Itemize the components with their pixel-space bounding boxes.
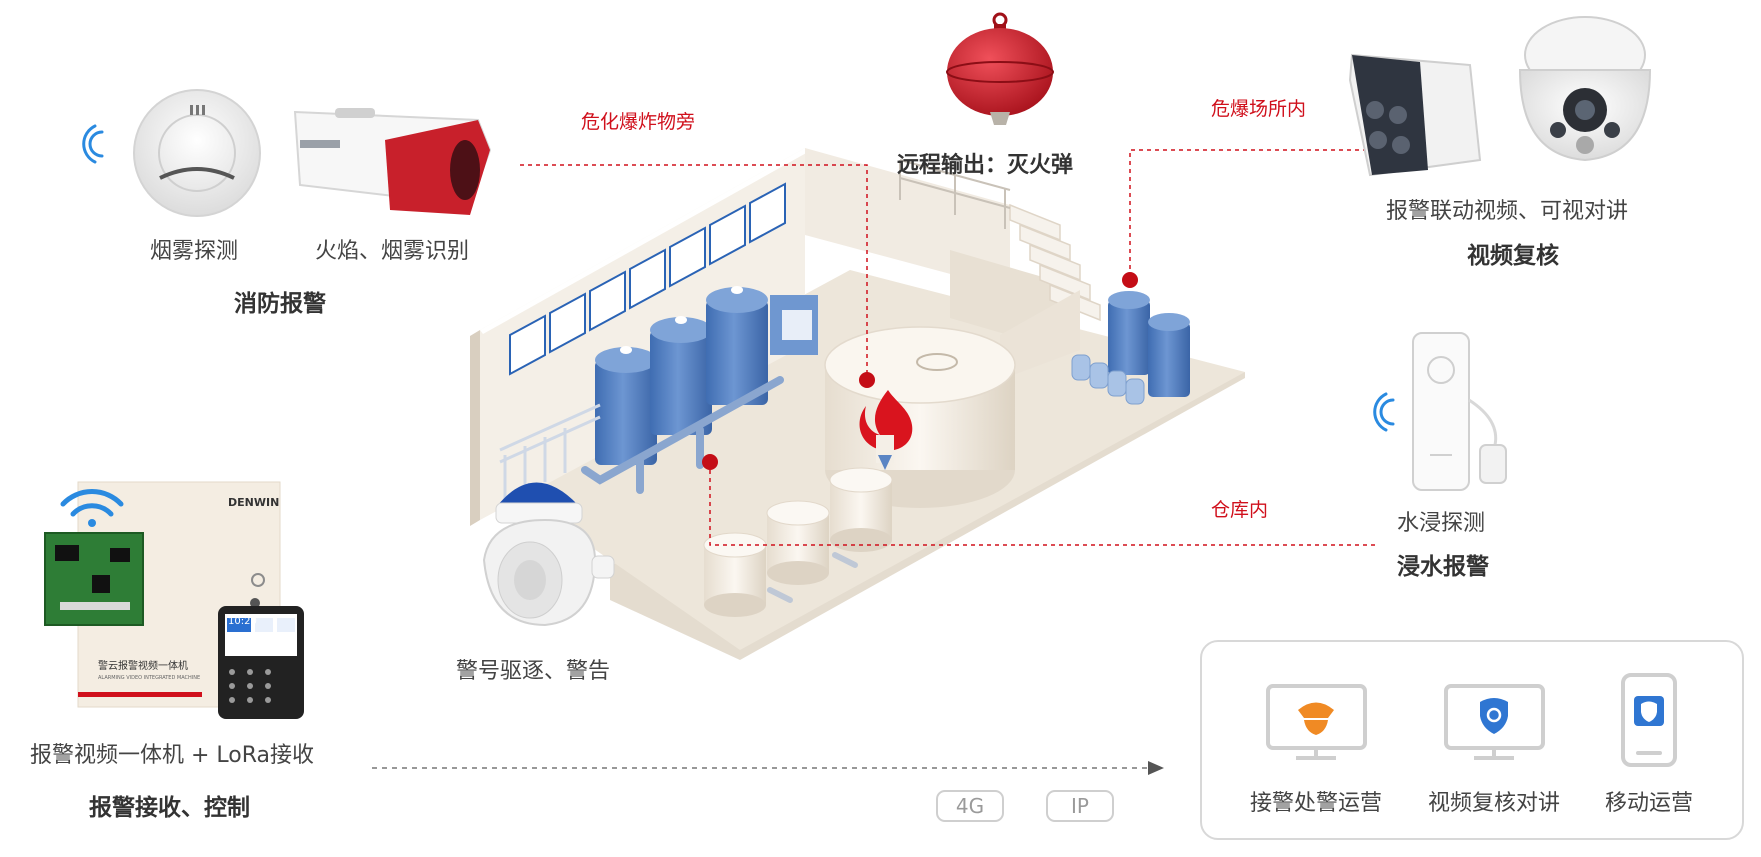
product-sublabel-text: ALARMING VIDEO INTEGRATED MACHINE xyxy=(98,675,201,681)
smoke-detection-label: 烟雾探测 xyxy=(150,239,239,264)
water-detection-label: 水浸探测 xyxy=(1397,511,1486,536)
wifi-signal-icon xyxy=(1373,392,1395,432)
dome-camera-icon xyxy=(1518,16,1652,162)
platform-item-dispatch-label: 接警处警运营 xyxy=(1249,791,1383,816)
water-alarm-category: 浸水报警 xyxy=(1397,554,1489,580)
fire-symbol-icon xyxy=(859,390,913,470)
platform-item-mobile-label: 移动运营 xyxy=(1604,791,1694,816)
platform-item-video-intercom-label: 视频复核对讲 xyxy=(1427,791,1561,816)
receiver-control-category: 报警接收、控制 xyxy=(89,795,250,821)
network-option-4g: 4G xyxy=(936,790,1004,822)
network-option-ip: IP xyxy=(1046,790,1114,822)
product-brand-text: DENWIN xyxy=(228,496,280,509)
video-linkage-label: 报警联动视频、可视对讲 xyxy=(1386,199,1629,224)
wifi-signal-icon xyxy=(82,124,104,164)
wifi-signal-icon xyxy=(60,489,124,527)
platform-panel xyxy=(1200,640,1744,840)
shield-phone-icon xyxy=(1621,673,1677,767)
flame-camera-icon xyxy=(293,108,492,215)
smoke-detector-icon xyxy=(133,89,261,217)
fire-extinguisher-ball-icon xyxy=(946,12,1054,125)
warehouse-scene xyxy=(470,148,1245,660)
connector-dots xyxy=(702,272,1138,470)
fire-alarm-category: 消防报警 xyxy=(234,291,326,317)
alarm-host-icon xyxy=(44,481,304,719)
connector-lines xyxy=(520,149,1375,546)
receiver-device-label: 报警视频一体机 + LoRa接收 xyxy=(30,743,315,768)
blue-tank-group-left xyxy=(499,286,818,500)
keypad-time-text: 10:20 xyxy=(228,616,257,627)
warehouse-location-label: 仓库内 xyxy=(1211,499,1269,521)
uplink-arrow xyxy=(372,761,1164,775)
small-tanks-front xyxy=(703,467,893,617)
siren-label: 警号驱逐、警告 xyxy=(456,659,611,684)
extinguisher-output-label: 远程输出：灭火弹 xyxy=(897,153,1074,178)
product-label-text: 警云报警视频一体机 xyxy=(98,661,188,672)
hazmat-location-label: 危化爆炸物旁 xyxy=(581,111,696,133)
bullet-camera-icon xyxy=(1348,53,1482,177)
police-badge-monitor-icon xyxy=(1266,684,1367,760)
shield-monitor-icon xyxy=(1444,684,1545,760)
blue-tank-group-right xyxy=(1071,291,1190,405)
water-sensor-icon xyxy=(1412,332,1507,491)
flame-smoke-recognition-label: 火焰、烟雾识别 xyxy=(315,239,470,264)
explosive-site-location-label: 危爆场所内 xyxy=(1211,98,1307,120)
siren-speaker-icon xyxy=(482,482,615,627)
video-review-category: 视频复核 xyxy=(1467,243,1559,269)
